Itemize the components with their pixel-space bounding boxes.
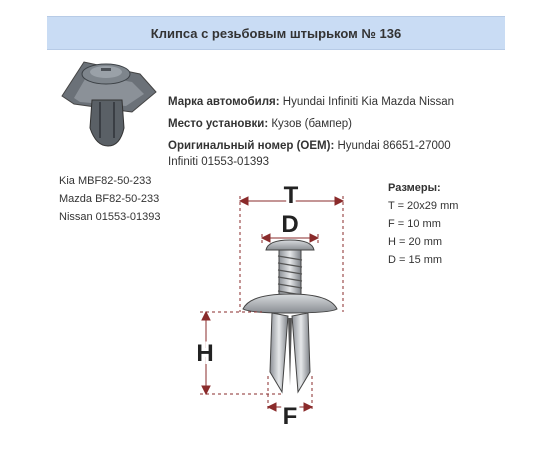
dimensions-title: Размеры: <box>388 182 441 194</box>
clip-photo-image <box>61 61 157 147</box>
place-row: Место установки: Кузов (бампер) <box>168 116 352 132</box>
brand-label: Марка автомобиля: <box>168 96 280 108</box>
alternative-numbers: Kia MBF82-50-233 Mazda BF82-50-233 Nissa… <box>59 172 161 226</box>
dimension-T <box>238 196 345 312</box>
oem-row: Оригинальный номер (OEM): Hyundai 86651-… <box>168 138 451 170</box>
label-T: T <box>284 182 299 209</box>
brand-value: Hyundai Infiniti Kia Mazda Nissan <box>282 96 455 108</box>
dimensions-block: Размеры: T = 20x29 mm F = 10 mm H = 20 m… <box>388 179 458 269</box>
oem-label: Оригинальный номер (OEM): <box>168 140 335 152</box>
alt-number-item: Kia MBF82-50-233 <box>59 175 152 187</box>
alt-number-item: Mazda BF82-50-233 <box>59 193 160 205</box>
page-title: Клипса с резьбовым штырьком № 136 <box>47 16 505 50</box>
place-label: Место установки: <box>168 118 269 130</box>
dimension-item: T = 20x29 mm <box>388 200 459 212</box>
alt-number-item: Nissan 01553-01393 <box>59 211 161 223</box>
clip-body <box>242 239 338 394</box>
dimension-D <box>260 233 320 246</box>
dimension-F <box>266 376 314 412</box>
dimension-item: D = 15 mm <box>388 254 443 266</box>
place-value: Кузов (бампер) <box>271 118 352 130</box>
label-H: H <box>196 340 213 367</box>
oem-value-2: Infiniti 01553-01393 <box>168 156 270 168</box>
dimension-item: H = 20 mm <box>388 236 443 248</box>
label-D: D <box>281 211 298 238</box>
brand-row: Марка автомобиля: Hyundai Infiniti Kia M… <box>168 94 454 110</box>
oem-value: Hyundai 86651-27000 <box>337 140 451 152</box>
dimension-item: F = 10 mm <box>388 218 441 230</box>
label-F: F <box>283 403 298 430</box>
